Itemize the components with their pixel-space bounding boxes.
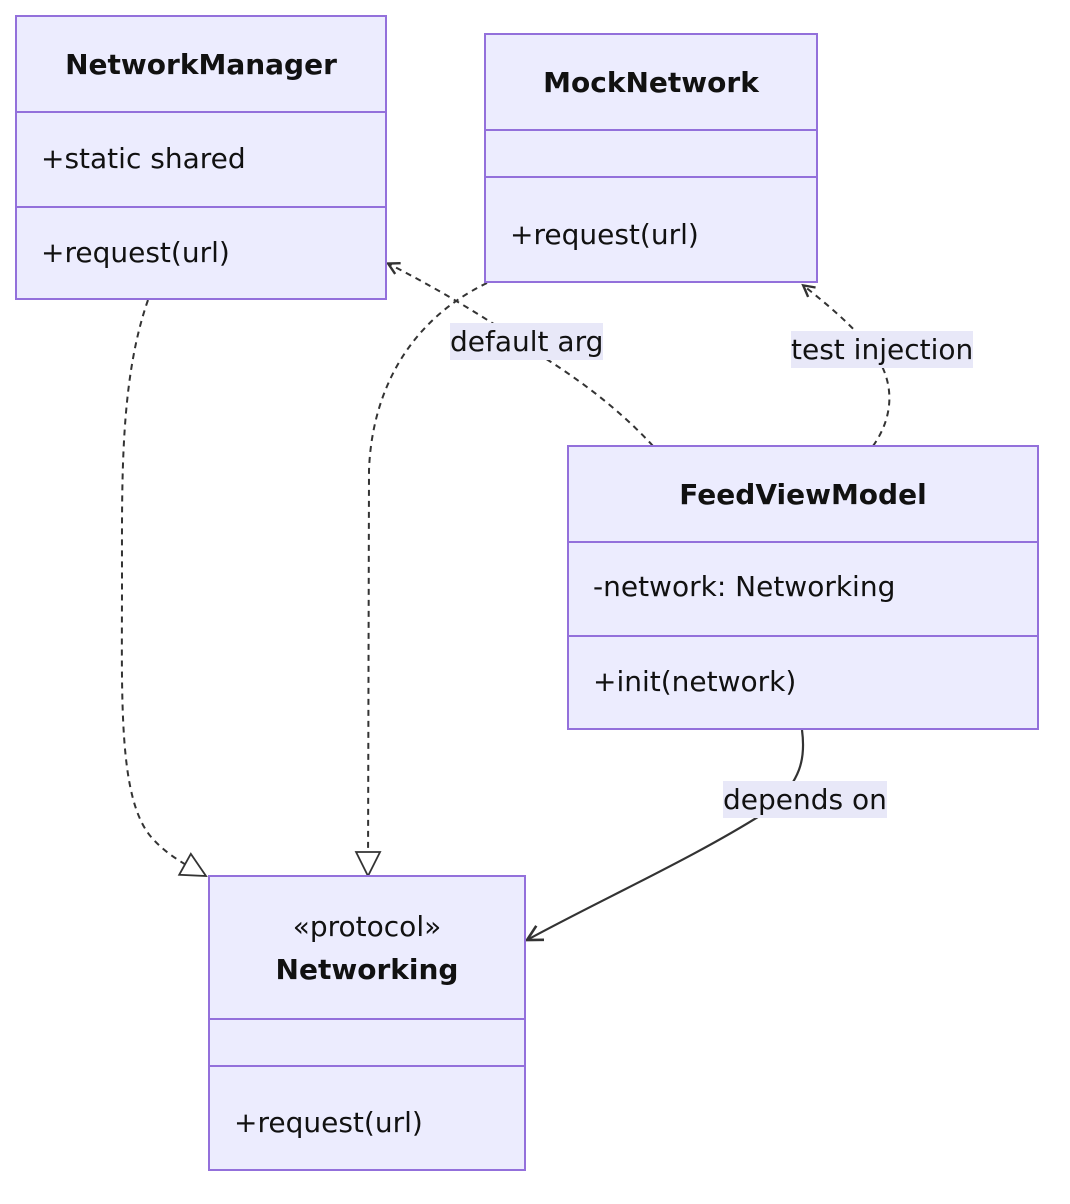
class-divider <box>486 129 816 131</box>
class-divider <box>210 1065 524 1067</box>
class-networkmanager[interactable]: NetworkManager +static shared +request(u… <box>15 15 387 300</box>
class-attribute: -network: Networking <box>593 570 896 603</box>
edge-label-depends-on: depends on <box>723 781 887 818</box>
edge-label-default-arg: default arg <box>450 323 604 360</box>
class-mocknetwork[interactable]: MockNetwork +request(url) <box>484 33 818 283</box>
class-networking-header: «protocol» Networking <box>210 877 524 1018</box>
class-networkmanager-header: NetworkManager <box>17 17 385 111</box>
class-divider <box>17 111 385 113</box>
class-divider <box>17 206 385 208</box>
class-networking[interactable]: «protocol» Networking +request(url) <box>208 875 526 1171</box>
class-divider <box>210 1018 524 1020</box>
class-attribute: +static shared <box>41 142 246 175</box>
class-name: NetworkManager <box>65 47 337 81</box>
class-name: FeedViewModel <box>679 477 927 511</box>
class-name: Networking <box>275 952 459 986</box>
class-feedviewmodel-header: FeedViewModel <box>569 447 1037 541</box>
class-divider <box>569 635 1037 637</box>
class-divider <box>569 541 1037 543</box>
class-name: MockNetwork <box>543 65 759 99</box>
class-method: +request(url) <box>41 236 230 269</box>
class-feedviewmodel[interactable]: FeedViewModel -network: Networking +init… <box>567 445 1039 730</box>
class-stereotype: «protocol» <box>292 909 442 943</box>
edge-networkmanager-realizes-networking <box>120 299 208 877</box>
edge-label-test-injection: test injection <box>791 331 974 368</box>
class-method: +request(url) <box>234 1106 423 1139</box>
class-method: +init(network) <box>593 665 797 698</box>
class-mocknetwork-header: MockNetwork <box>486 35 816 129</box>
class-divider <box>486 176 816 178</box>
edge-feedviewmodel-depends-on-networking <box>524 729 805 942</box>
class-method: +request(url) <box>510 218 699 251</box>
edge-mocknetwork-realizes-networking <box>354 282 488 879</box>
